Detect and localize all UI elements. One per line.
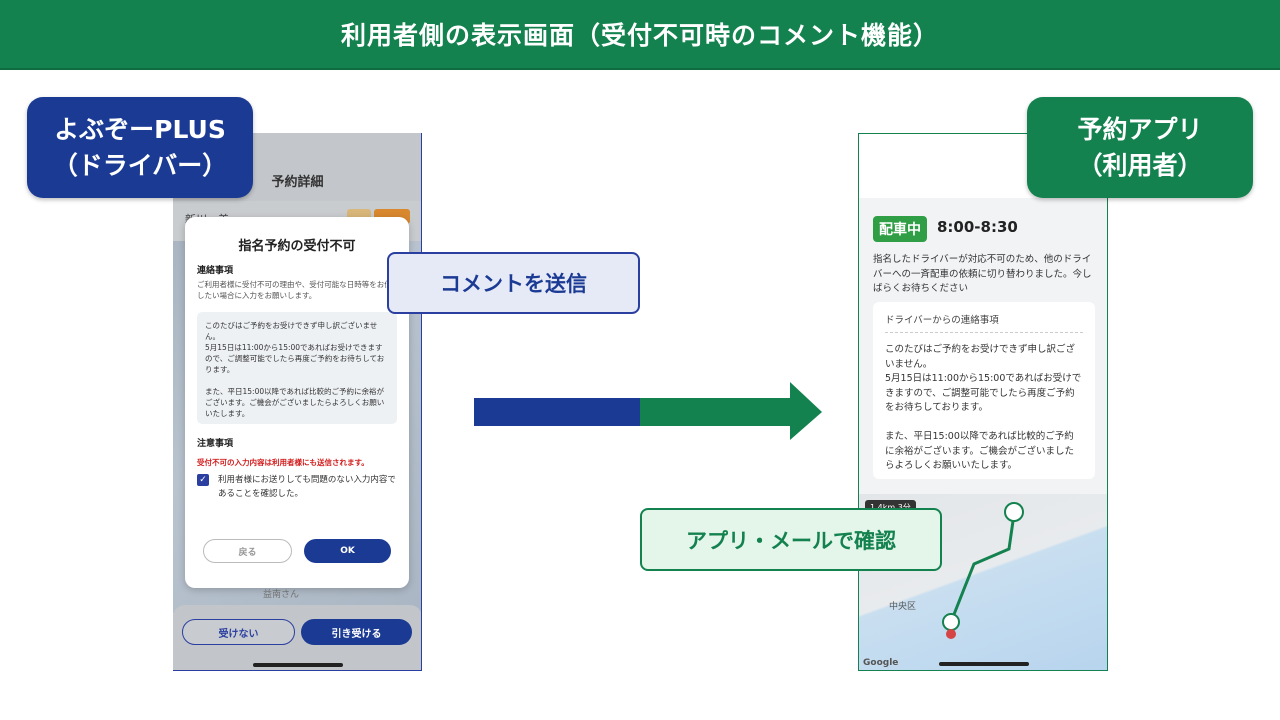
confirm-checkbox[interactable]: ✓ bbox=[197, 474, 209, 486]
time-window: 8:00-8:30 bbox=[937, 218, 1018, 236]
user-app-tag: 予約アプリ （利用者） bbox=[1027, 97, 1253, 198]
reassign-notice: 指名したドライバーが対応不可のため、他のドライバーへの一斉配車の依頼に切り替わり… bbox=[873, 254, 1092, 294]
route-line bbox=[942, 502, 1024, 639]
slide-title: 利用者側の表示画面（受付不可時のコメント機能） bbox=[340, 21, 939, 50]
driver-message-card: ドライバーからの連絡事項 このたびはご予約をお受けできず申し訳ございません。 5… bbox=[873, 302, 1095, 479]
status-badge: 配車中 bbox=[873, 216, 927, 242]
arrow-shaft-right bbox=[640, 398, 792, 426]
arrow-head bbox=[790, 382, 822, 440]
reject-modal: 指名予約の受付不可 連絡事項 ご利用者様に受付不可の理由や、受付可能な日時等をお… bbox=[185, 217, 409, 588]
ok-button[interactable]: OK bbox=[304, 539, 391, 563]
user-phone-screen: 配車中 8:00-8:30 指名したドライバーが対応不可のため、他のドライバーへ… bbox=[858, 133, 1108, 671]
contact-description: ご利用者様に受付不可の理由や、受付可能な日時等をお伝えしたい場合に入力をお願いし… bbox=[197, 280, 400, 300]
reject-button[interactable]: 受けない bbox=[182, 619, 295, 645]
reservation-sub-text: 益南さん bbox=[263, 590, 300, 600]
driver-screen-title: 予約詳細 bbox=[271, 175, 324, 190]
driver-message-text: このたびはご予約をお受けできず申し訳ございません。 5月15日は11:00から1… bbox=[885, 344, 1082, 471]
google-logo: Google bbox=[863, 658, 899, 668]
send-comment-callout: コメントを送信 bbox=[387, 252, 640, 314]
car-pin-icon bbox=[1004, 502, 1024, 522]
user-app-name: 予約アプリ bbox=[1077, 114, 1203, 144]
driver-app-role: （ドライバー） bbox=[52, 150, 228, 180]
header-band: 利用者側の表示画面（受付不可時のコメント機能） bbox=[0, 0, 1280, 70]
driver-phone-screen: 予約詳細 新川 美 益南さん 受けない 引き受ける 指名予約の受付不可 連絡事項… bbox=[173, 133, 422, 671]
accept-button[interactable]: 引き受ける bbox=[301, 619, 412, 645]
home-indicator bbox=[253, 663, 343, 667]
home-indicator bbox=[939, 662, 1029, 666]
driver-app-name: よぶぞーPLUS bbox=[54, 114, 226, 144]
driver-app-tag: よぶぞーPLUS （ドライバー） bbox=[27, 97, 253, 198]
back-button[interactable]: 戻る bbox=[203, 539, 292, 563]
modal-title: 指名予約の受付不可 bbox=[238, 239, 356, 254]
confirm-checkbox-label: 利用者様にお送りしても問題のない入力内容であることを確認した。 bbox=[218, 475, 396, 499]
route-path bbox=[949, 513, 1016, 623]
warning-text: 受付不可の入力内容は利用者様にも送信されます。 bbox=[197, 458, 369, 467]
flow-arrow bbox=[474, 382, 822, 440]
map-district-label: 中央区 bbox=[889, 602, 917, 612]
destination-flag-icon bbox=[942, 613, 960, 631]
contact-heading: 連絡事項 bbox=[197, 266, 234, 276]
comment-textarea[interactable]: このたびはご予約をお受けできず申し訳ございません。 5月15日は11:00から1… bbox=[197, 312, 397, 424]
arrow-shaft-left bbox=[474, 398, 640, 426]
user-app-role: （利用者） bbox=[1077, 150, 1203, 180]
current-location-icon bbox=[946, 629, 956, 639]
driver-message-title: ドライバーからの連絡事項 bbox=[885, 312, 1083, 333]
confirm-callout: アプリ・メールで確認 bbox=[640, 508, 942, 571]
notice-heading: 注意事項 bbox=[197, 439, 234, 449]
